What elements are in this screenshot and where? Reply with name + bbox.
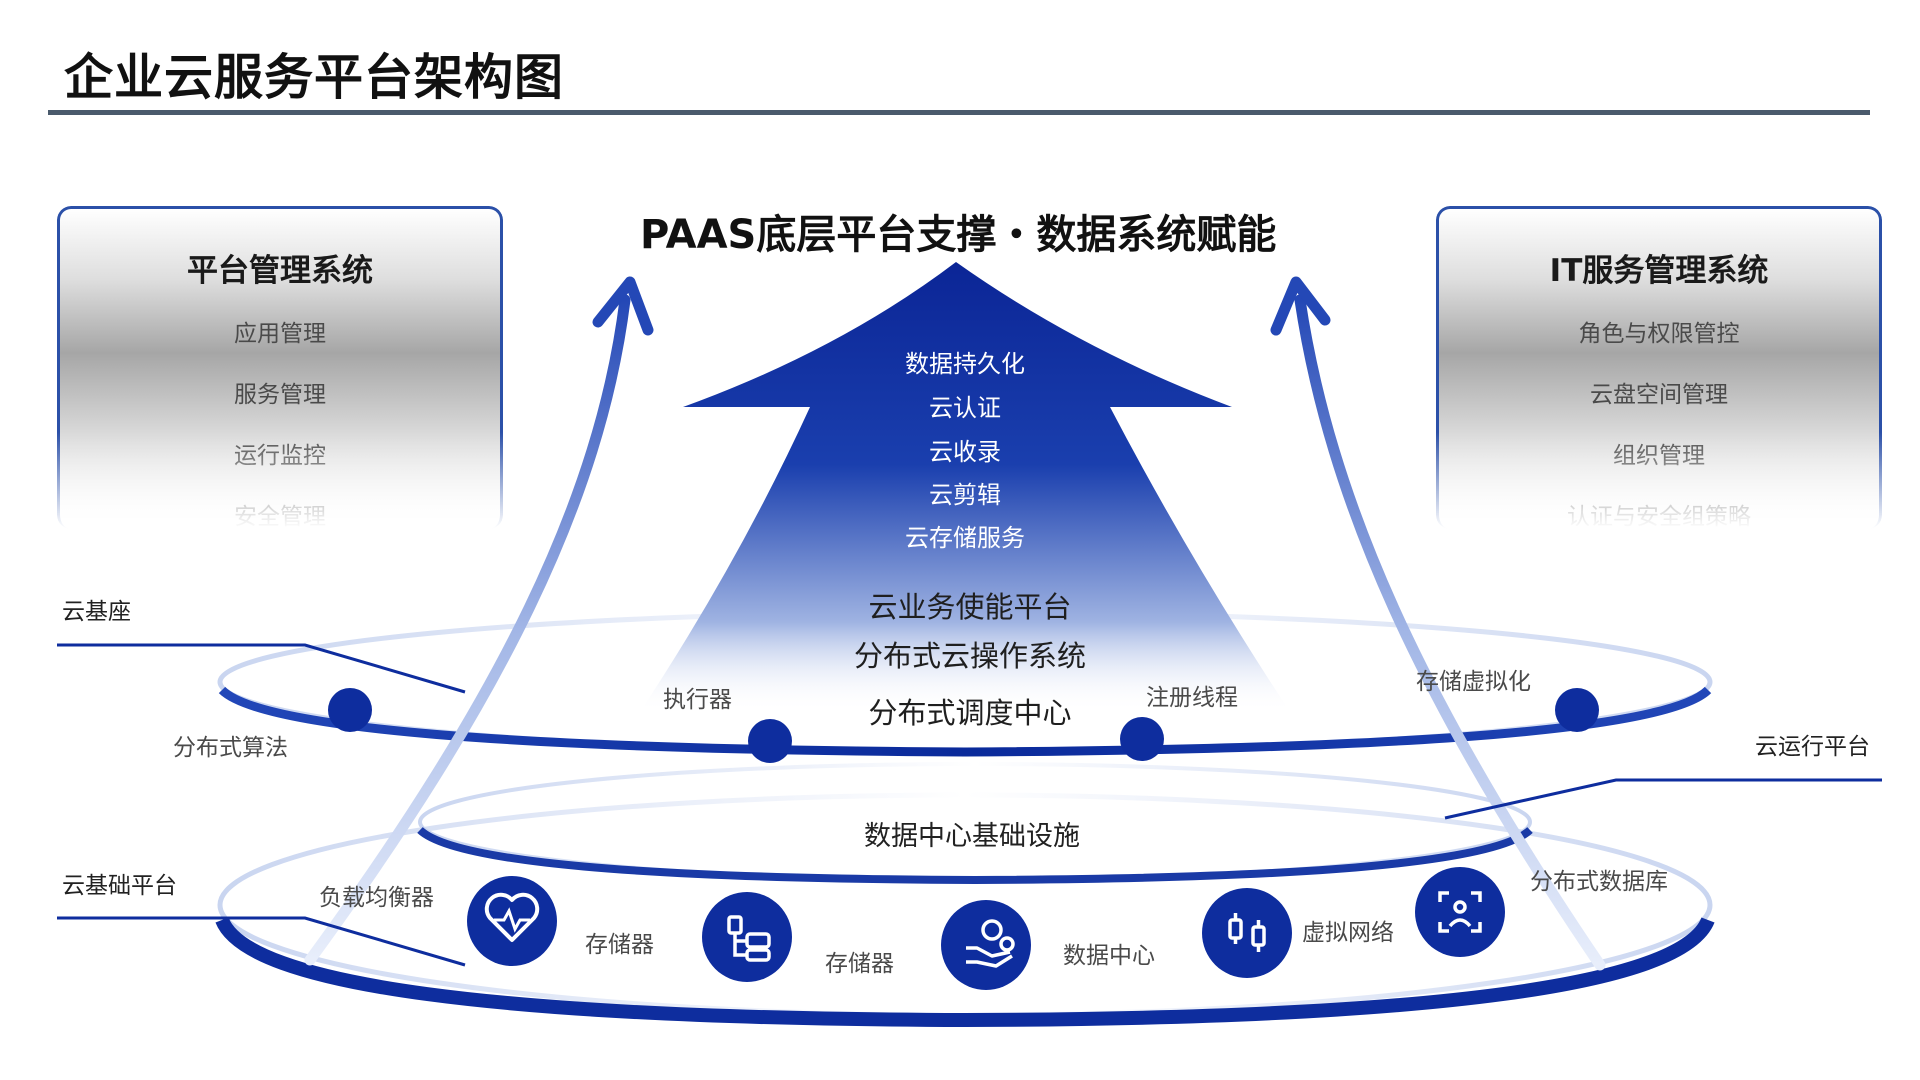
platform-management-panel: 平台管理系统 应用管理 服务管理 运行监控 安全管理 xyxy=(57,206,503,530)
it-service-management-panel: IT服务管理系统 角色与权限管控 云盘空间管理 组织管理 认证与安全组策略 xyxy=(1436,206,1882,530)
orbit-node xyxy=(1555,688,1599,732)
panel-item: 运行监控 xyxy=(234,443,326,469)
storage-virtualization-label: 存储虚拟化 xyxy=(1416,669,1531,695)
distributed-database-label: 分布式数据库 xyxy=(1530,869,1668,895)
arrow-item: 云收录 xyxy=(929,438,1001,466)
cloud-foundation-label: 云基础平台 xyxy=(62,873,177,899)
leader-line-cloud-base xyxy=(57,643,466,694)
infrastructure-ring xyxy=(417,762,1533,885)
panel-title: IT服务管理系统 xyxy=(1549,253,1769,289)
arrow-item: 数据持久化 xyxy=(905,350,1025,378)
left-curved-arrow xyxy=(304,276,654,966)
panel-item: 应用管理 xyxy=(234,321,326,347)
foundation-ring xyxy=(215,792,1715,1028)
page-title: 企业云服务平台架构图 xyxy=(64,49,565,106)
title-divider xyxy=(48,110,1870,115)
executor-label: 执行器 xyxy=(663,687,732,713)
datacenter-label: 数据中心 xyxy=(1063,943,1155,969)
panel-title: 平台管理系统 xyxy=(187,253,373,289)
load-balancer-label: 负载均衡器 xyxy=(319,885,434,911)
panel-item: 服务管理 xyxy=(234,382,326,408)
orbit-node xyxy=(328,688,372,732)
leader-line-cloud-foundation xyxy=(57,916,466,967)
layer-label: 分布式云操作系统 xyxy=(853,639,1086,673)
hand-money-icon xyxy=(941,900,1031,990)
cloud-runtime-label: 云运行平台 xyxy=(1755,734,1870,760)
face-scan-icon xyxy=(1415,867,1505,957)
central-up-arrow xyxy=(640,262,1290,712)
cloud-base-label: 云基座 xyxy=(62,599,131,625)
arrow-item: 云剪辑 xyxy=(929,481,1001,509)
arrow-item: 云认证 xyxy=(929,394,1001,422)
diagram-heading: PAAS底层平台支撑・数据系统赋能 xyxy=(640,212,1277,258)
layer-label: 云业务使能平台 xyxy=(868,590,1072,624)
virtual-network-label: 虚拟网络 xyxy=(1302,920,1394,946)
panel-item: 云盘空间管理 xyxy=(1590,382,1728,408)
register-thread-label: 注册线程 xyxy=(1146,685,1238,711)
panel-list: 角色与权限管控 云盘空间管理 组织管理 认证与安全组策略 xyxy=(1439,309,1879,553)
arrow-item: 云存储服务 xyxy=(905,524,1025,552)
layer-label: 分布式调度中心 xyxy=(868,696,1072,730)
leader-line-cloud-runtime xyxy=(1444,778,1882,820)
panel-item: 角色与权限管控 xyxy=(1578,321,1740,347)
heart-pulse-icon xyxy=(467,876,557,966)
tree-structure-icon xyxy=(702,892,792,982)
storage-label: 存储器 xyxy=(825,951,894,977)
panel-item: 安全管理 xyxy=(234,504,326,530)
datacenter-infrastructure-label: 数据中心基础设施 xyxy=(864,821,1080,852)
candlestick-icon xyxy=(1202,888,1292,978)
storage-label: 存储器 xyxy=(585,932,654,958)
orbit-node xyxy=(1120,717,1164,761)
panel-item: 认证与安全组策略 xyxy=(1567,504,1751,530)
orbit-node xyxy=(748,719,792,763)
panel-item: 组织管理 xyxy=(1613,443,1705,469)
distributed-algorithm-label: 分布式算法 xyxy=(173,735,288,761)
right-curved-arrow xyxy=(1270,276,1606,971)
panel-list: 应用管理 服务管理 运行监控 安全管理 xyxy=(60,309,500,553)
